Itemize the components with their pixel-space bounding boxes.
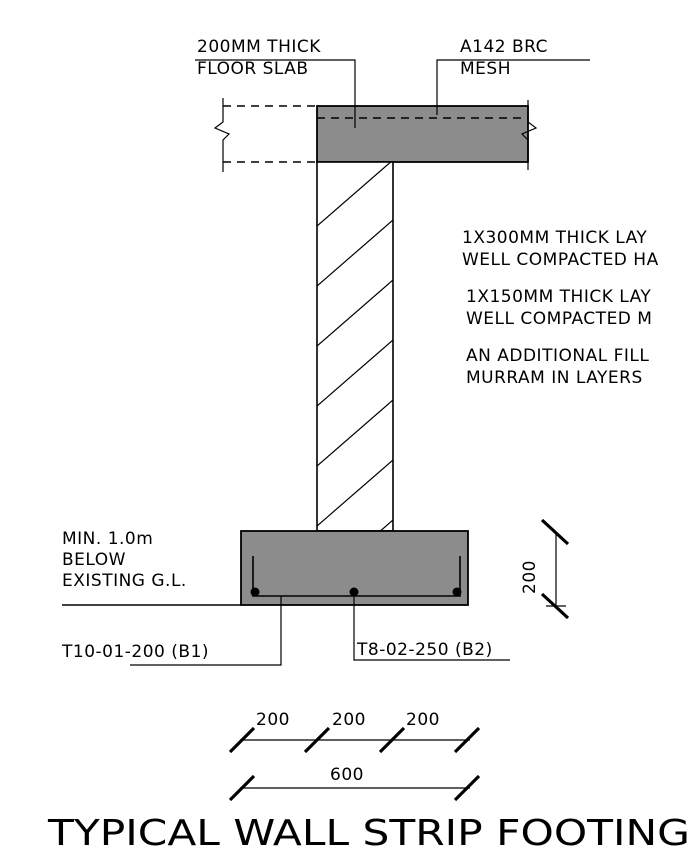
- rebar-dot-right: [452, 587, 462, 597]
- mesh-label-line2: MESH: [460, 59, 511, 79]
- strip-footing: [240, 530, 469, 606]
- floor-slab: [213, 98, 538, 172]
- segment-1-value: 200: [256, 710, 290, 730]
- fill1-note-line1: 1X300MM THICK LAY: [462, 228, 647, 248]
- fill3-note-line1: AN ADDITIONAL FILL: [466, 346, 649, 366]
- rebar-dot-center: [349, 587, 359, 597]
- overall-width-value: 600: [330, 765, 364, 785]
- slab-label-line2: FLOOR SLAB: [197, 59, 309, 79]
- fill2-note-line2: WELL COMPACTED M: [466, 309, 652, 329]
- rebar-dot-left: [250, 587, 260, 597]
- fill3-note-line2: MURRAM IN LAYERS: [466, 368, 643, 388]
- segment-2-value: 200: [332, 710, 366, 730]
- segment-3-value: 200: [406, 710, 440, 730]
- depth-note-line3: EXISTING G.L.: [62, 571, 187, 591]
- depth-note-line1: MIN. 1.0m: [62, 529, 153, 549]
- depth-dimension-value: 200: [520, 560, 540, 594]
- slab-label-line1: 200MM THICK: [197, 37, 321, 57]
- depth-note-line2: BELOW: [62, 550, 126, 570]
- fill1-note-line2: WELL COMPACTED HA: [462, 250, 659, 270]
- wall-hatching: [317, 162, 393, 531]
- width-dimensions: [228, 726, 481, 802]
- drawing-title: TYPICAL WALL STRIP FOOTING: [47, 813, 690, 854]
- fill2-note-line1: 1X150MM THICK LAY: [466, 287, 651, 307]
- bar-b1-label: T10-01-200 (B1): [61, 642, 209, 662]
- depth-dimension: [540, 518, 570, 620]
- bar-b2-label: T8-02-250 (B2): [356, 640, 493, 660]
- mesh-label-line1: A142 BRC: [460, 37, 548, 57]
- wall: [316, 161, 394, 532]
